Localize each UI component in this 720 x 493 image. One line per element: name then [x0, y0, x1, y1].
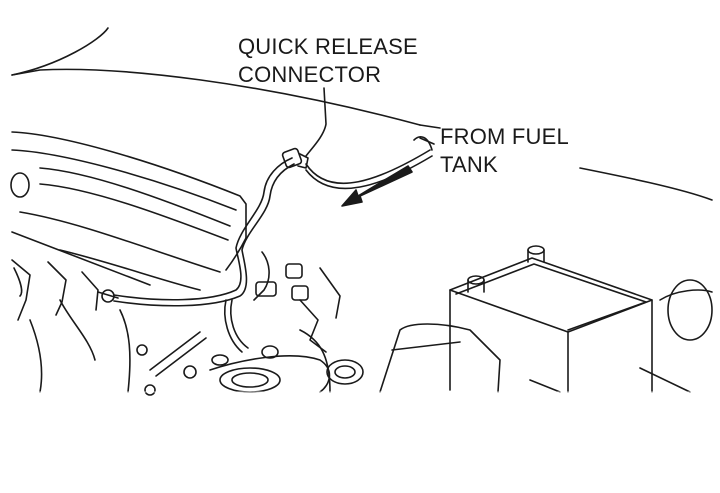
from-fuel-tank-label: FROM FUEL TANK [440, 123, 569, 179]
qrc-label-line-2: CONNECTOR [238, 62, 382, 87]
qrc-label-line-1: QUICK RELEASE [238, 34, 418, 59]
fuel-hose [113, 157, 295, 307]
valve-cover [10, 131, 247, 291]
fuel-label-line-2: TANK [440, 152, 498, 177]
battery [449, 245, 653, 393]
flow-arrow [341, 165, 413, 207]
fuel-label-line-1: FROM FUEL [440, 124, 569, 149]
fuel-tank-line [305, 136, 435, 190]
hood-outline [11, 27, 713, 201]
fuel-rail [11, 259, 131, 393]
quick-release-connector-label: QUICK RELEASE CONNECTOR [238, 33, 418, 89]
quick-release-connector [281, 87, 327, 169]
right-components [639, 279, 713, 393]
air-intake [144, 323, 501, 396]
vacuum-parts [136, 251, 341, 366]
